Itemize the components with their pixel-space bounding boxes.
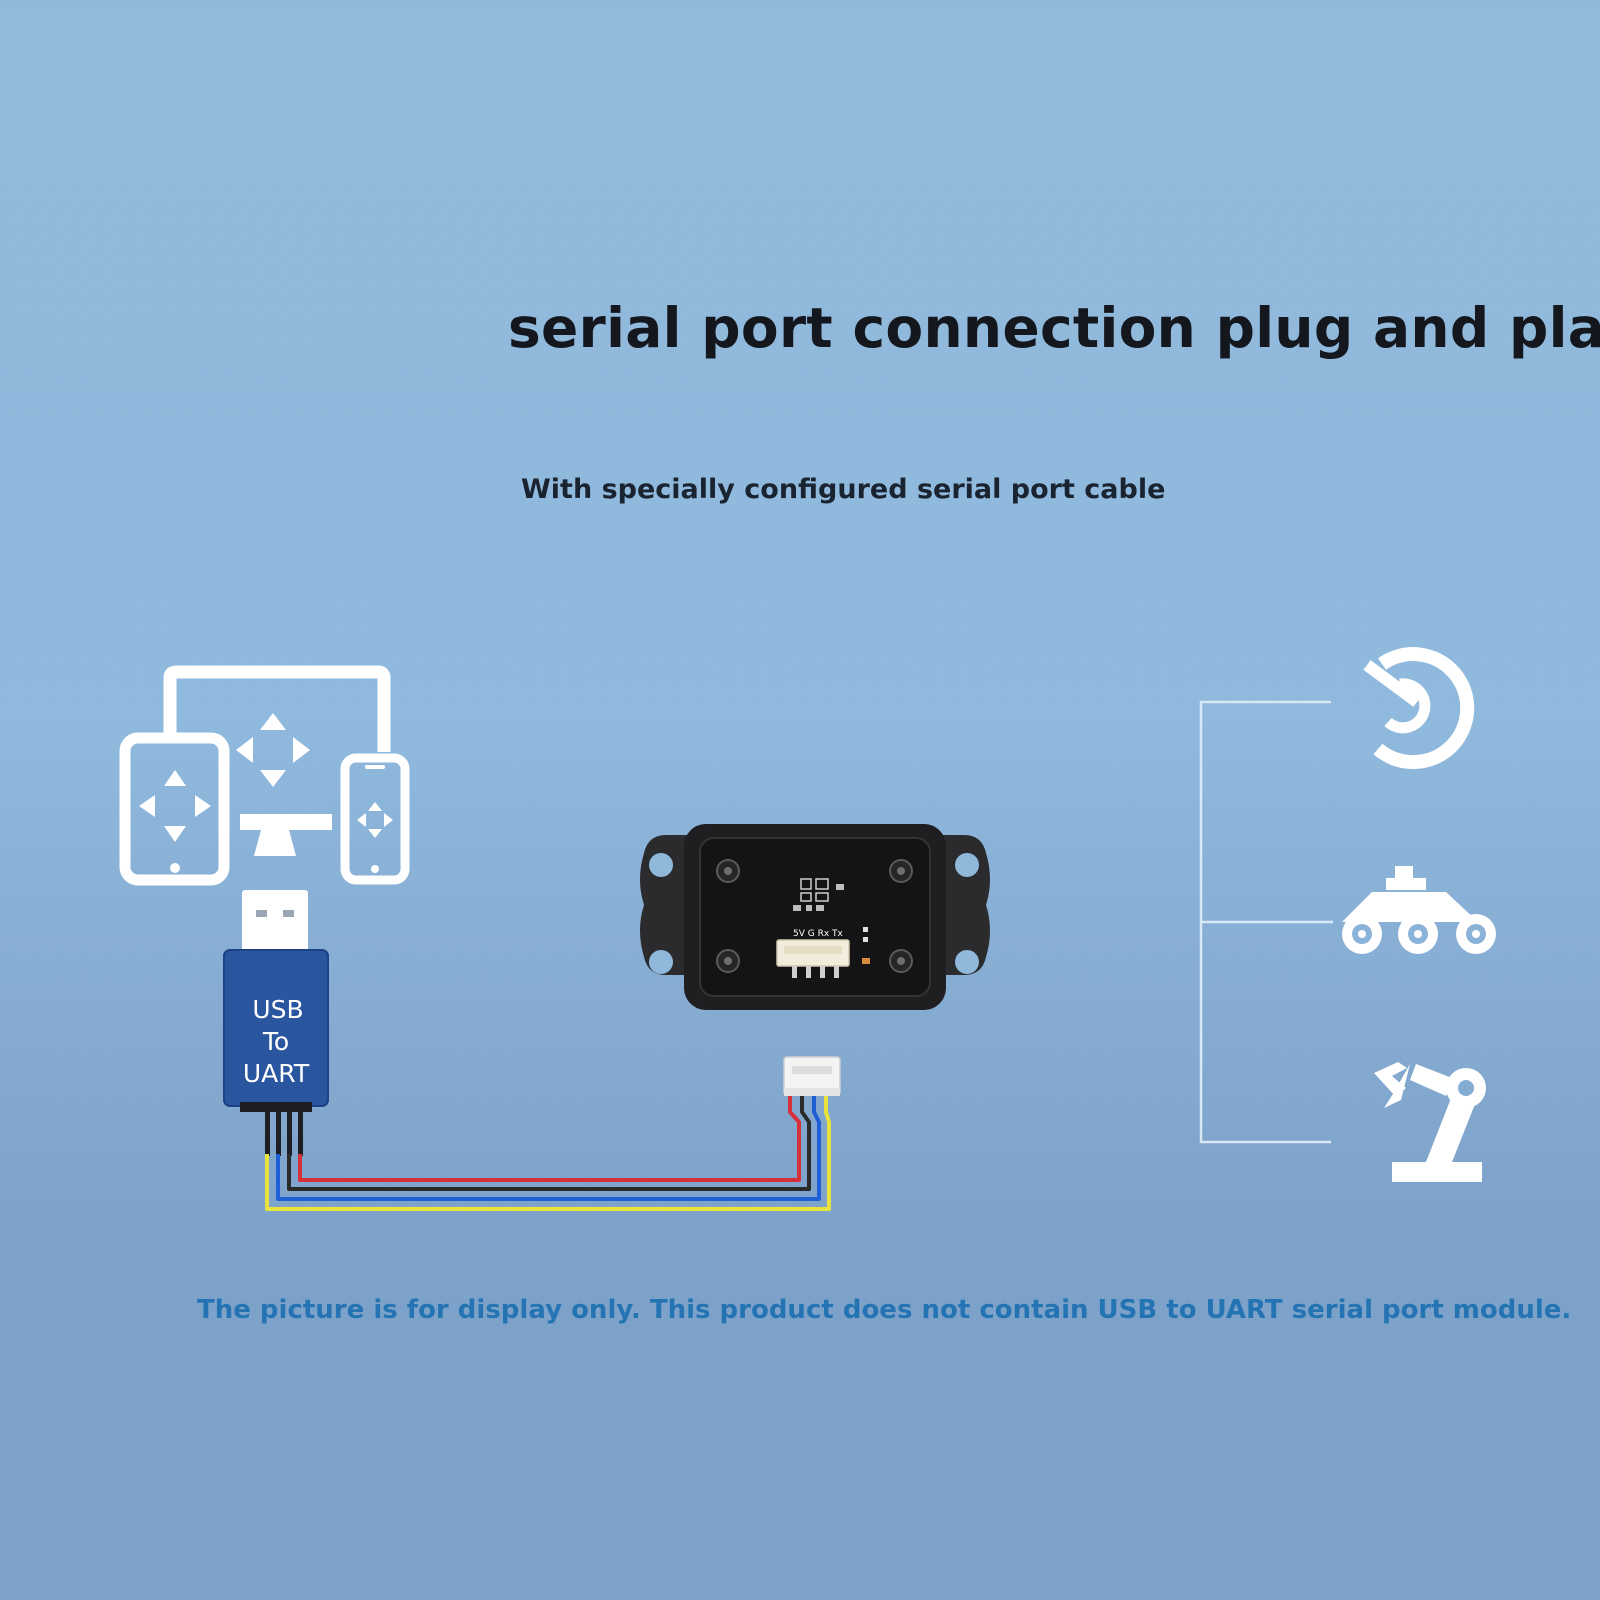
sensor-module: 5V G Rx Tx xyxy=(640,824,990,1010)
serial-cable xyxy=(265,1096,831,1211)
devices-icon xyxy=(119,665,410,886)
robot-vehicle-icon xyxy=(1342,866,1496,954)
usb-label-line1: USB xyxy=(252,995,303,1024)
usb-to-uart-module: USB To UART xyxy=(223,890,329,1156)
application-bracket xyxy=(1199,700,1333,1144)
disclaimer: The picture is for display only. This pr… xyxy=(197,1295,1572,1325)
headline: serial port connection plug and play xyxy=(508,296,1600,360)
board-pin-labels: 5V G Rx Tx xyxy=(793,929,844,939)
cable-connector xyxy=(783,1056,841,1096)
usb-label-line2: To xyxy=(262,1027,289,1056)
radar-icon xyxy=(1363,647,1475,770)
subline: With specially configured serial port ca… xyxy=(521,474,1166,505)
usb-label-line3: UART xyxy=(243,1059,310,1088)
robot-arm-icon xyxy=(1374,1062,1486,1182)
